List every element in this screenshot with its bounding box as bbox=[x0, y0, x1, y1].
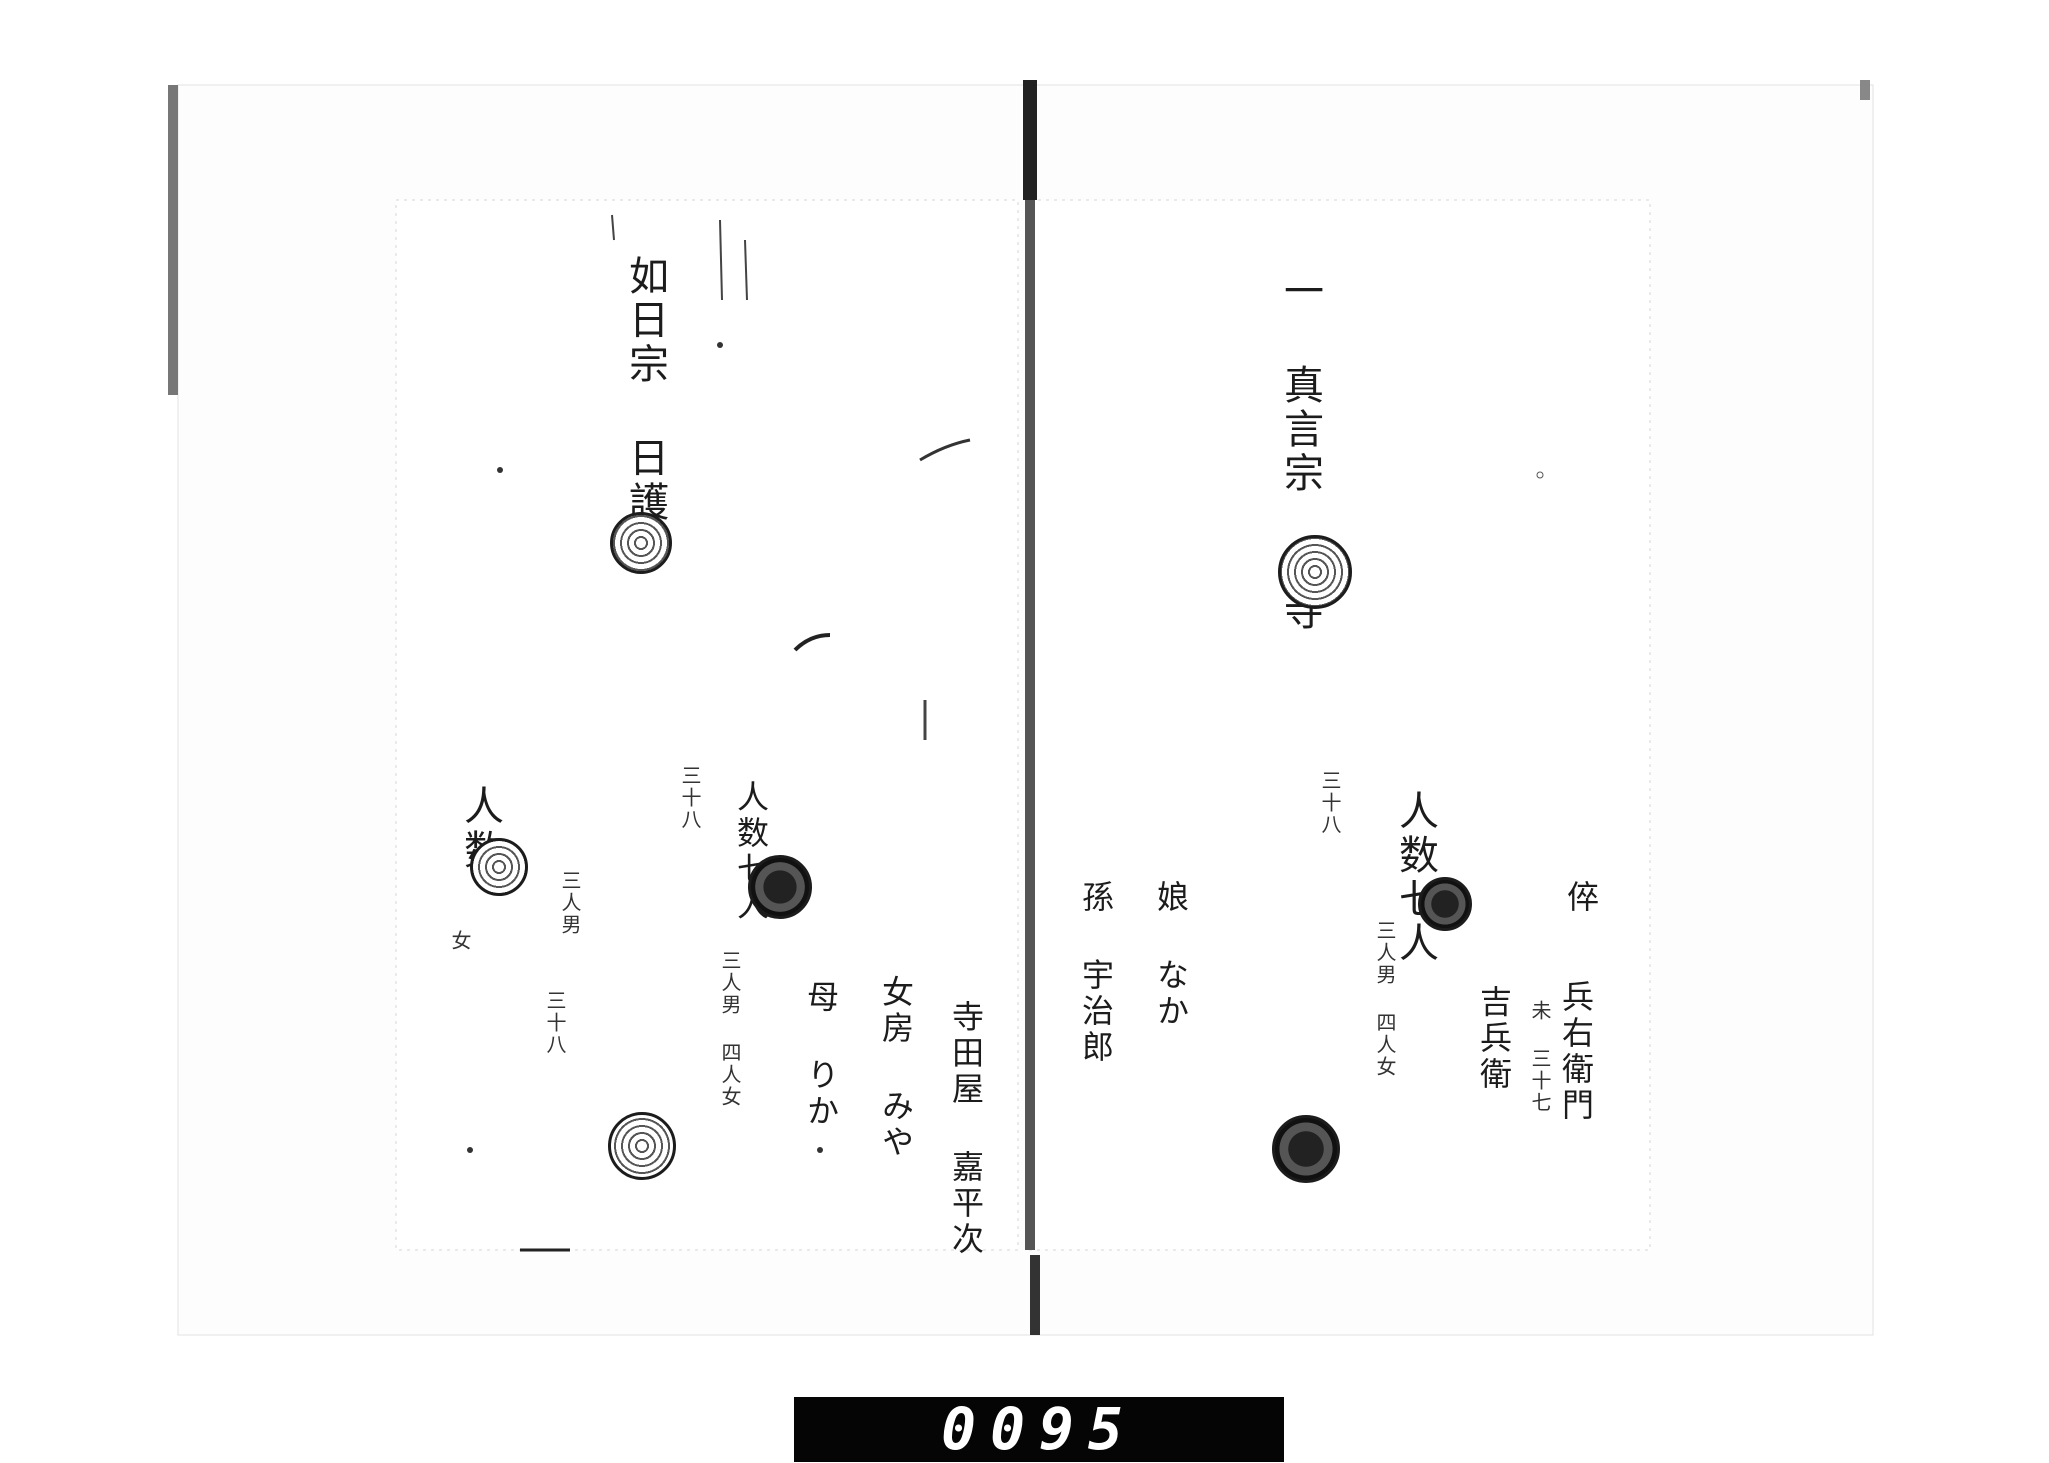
left-wife: 女房 みや bbox=[877, 975, 915, 1161]
left-age-note: 三十八 bbox=[543, 990, 567, 1056]
left-gender-count-3: 女 bbox=[448, 930, 472, 952]
seal-stamp bbox=[1272, 1115, 1340, 1183]
right-relation-label: 倅 bbox=[1562, 880, 1600, 916]
left-household-head: 寺田屋 嘉平次 bbox=[947, 1000, 985, 1258]
right-son-name: 兵右衛門 bbox=[1557, 980, 1595, 1124]
frame-number: 0095 bbox=[794, 1397, 1284, 1462]
seal-stamp bbox=[748, 855, 812, 919]
left-sect-name: 如日宗 日護 bbox=[622, 255, 668, 525]
seal-stamp bbox=[1418, 877, 1472, 931]
left-age-note: 三十八 bbox=[678, 765, 702, 831]
right-daughter: 娘 なか bbox=[1152, 880, 1190, 1030]
seal-stamp bbox=[610, 512, 672, 574]
left-gender-count-2: 三人男 bbox=[558, 870, 582, 936]
seal-stamp bbox=[1278, 535, 1352, 609]
right-grandchild: 孫 宇治郎 bbox=[1077, 880, 1115, 1066]
left-mother: 母 りか bbox=[802, 980, 840, 1130]
left-gender-count: 三人男 四人女 bbox=[718, 950, 742, 1108]
seal-stamp bbox=[470, 838, 528, 896]
right-age-note: 未 三十七 bbox=[1528, 1000, 1552, 1114]
right-people-count: 人数七人 bbox=[1392, 790, 1438, 966]
right-person-name: 吉兵衛 bbox=[1475, 985, 1513, 1093]
seal-stamp bbox=[608, 1112, 676, 1180]
right-age-note: 三十八 bbox=[1318, 770, 1342, 836]
right-gender-count: 三人男 四人女 bbox=[1373, 920, 1397, 1078]
